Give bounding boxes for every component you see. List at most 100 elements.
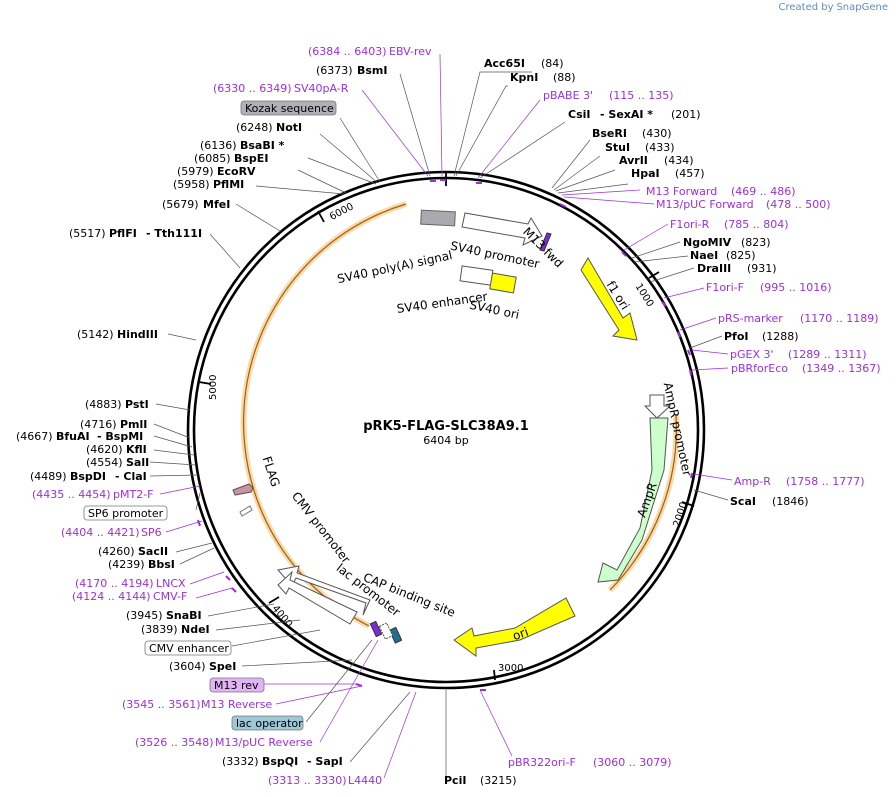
pos-kpni: (88) — [553, 71, 576, 84]
m13-rev-label: M13 rev — [214, 679, 259, 692]
primer-sp6[interactable]: SP6 — [141, 526, 162, 539]
site-naei[interactable]: NaeI — [690, 249, 718, 262]
site-scai[interactable]: ScaI — [730, 495, 756, 508]
m13-fwd-primer[interactable] — [539, 232, 552, 252]
primer-f1ori-r[interactable]: F1ori-R — [670, 218, 710, 231]
pos-sv40pa-r: (6330 .. 6349) — [213, 82, 292, 95]
cap-binding-site[interactable] — [388, 626, 403, 644]
site-pcii[interactable]: PciI — [444, 774, 466, 787]
pos-csii: (201) — [671, 108, 701, 121]
primer-pgex3[interactable]: pGEX 3' — [730, 348, 774, 361]
tick-4000: 4000 — [269, 603, 294, 630]
m13-rev-box[interactable] — [209, 677, 265, 693]
primer-pbabe3[interactable]: pBABE 3' — [543, 89, 593, 102]
site-noti[interactable]: NotI — [276, 121, 302, 134]
primer-m13puc-forward[interactable]: M13/pUC Forward — [656, 198, 754, 211]
sv40-ori-box[interactable] — [489, 272, 517, 294]
site-pflmi[interactable]: PflMI — [213, 178, 244, 191]
sp6-promoter-box[interactable] — [83, 505, 168, 521]
site-pfoi[interactable]: PfoI — [724, 330, 749, 343]
site-bspei[interactable]: BspEI — [234, 152, 268, 165]
primer-m13-reverse[interactable]: M13 Reverse — [201, 698, 272, 711]
site-tth111i[interactable]: - Tth111I — [146, 227, 202, 240]
primer-f1ori-f[interactable]: F1ori-F — [706, 281, 744, 294]
primer-m13puc-reverse[interactable]: M13/pUC Reverse — [215, 736, 313, 749]
plasmid-name: pRK5-FLAG-SLC38A9.1 — [363, 419, 529, 434]
site-bsmi[interactable]: BsmI — [357, 64, 388, 77]
primer-pmt2-f[interactable]: pMT2-F — [113, 488, 154, 501]
cmv-promoter-arrow[interactable] — [277, 570, 358, 625]
primer-pbrforeco[interactable]: pBRforEco — [731, 362, 788, 375]
site-hpai[interactable]: HpaI — [631, 167, 660, 180]
ori-label: ori — [511, 625, 530, 643]
site-csii[interactable]: CsiI — [568, 108, 590, 121]
site-ecorv[interactable]: EcoRV — [217, 165, 256, 178]
sv40-promoter-arrow[interactable] — [461, 212, 543, 246]
pos-hindiii: (5142) — [77, 328, 114, 341]
cmv-enhancer-box[interactable] — [144, 640, 232, 656]
site-sexai[interactable]: - SexAI * — [600, 108, 653, 121]
pos-naei: (825) — [726, 249, 756, 262]
primer-cmv-f[interactable]: CMV-F — [153, 590, 187, 603]
site-pflfi[interactable]: PflFI — [109, 227, 137, 240]
site-sapi[interactable]: - SapI — [307, 755, 343, 768]
site-kpni[interactable]: KpnI — [510, 71, 538, 84]
primer-amp-r[interactable]: Amp-R — [734, 475, 771, 488]
site-hindiii[interactable]: HindIII — [117, 328, 158, 341]
site-bspmi[interactable]: - BspMI — [97, 430, 143, 443]
primer-prs-marker[interactable]: pRS-marker — [718, 312, 783, 325]
site-bbsi[interactable]: BbsI — [148, 558, 175, 571]
pos-snabi: (3945) — [126, 609, 163, 622]
site-bfuai[interactable]: BfuAI — [56, 430, 90, 443]
lac-operator-mark[interactable] — [378, 622, 394, 640]
pos-bspei: (6085) — [194, 152, 231, 165]
kozak-sequence-box[interactable] — [420, 209, 456, 227]
ampr-label: AmpR — [634, 481, 659, 519]
ampr-promoter-arrow[interactable] — [643, 394, 672, 419]
primer-sv40pa-r[interactable]: SV40pA-R — [294, 82, 349, 95]
sp6-mark[interactable] — [239, 505, 253, 517]
site-bspdi[interactable]: BspDI — [70, 470, 106, 483]
site-clai[interactable]: - ClaI — [115, 470, 147, 483]
sv40-enhancer-box[interactable] — [459, 265, 494, 286]
site-bseri[interactable]: BseRI — [592, 127, 627, 140]
pos-bseri: (430) — [642, 127, 672, 140]
primer-lncx[interactable]: LNCX — [156, 577, 186, 590]
primer-m13-forward[interactable]: M13 Forward — [646, 185, 717, 198]
site-bspqi[interactable]: BspQI — [262, 755, 298, 768]
site-kfli[interactable]: KflI — [126, 443, 147, 456]
lac-operator-box[interactable] — [231, 715, 304, 731]
site-spei[interactable]: SpeI — [209, 660, 236, 673]
site-avrii[interactable]: AvrII — [619, 154, 648, 167]
m13-rev-mark[interactable] — [369, 620, 383, 638]
primer-l4440[interactable]: L4440 — [348, 774, 382, 787]
pos-sali: (4554) — [86, 456, 123, 469]
site-psti[interactable]: PstI — [125, 398, 149, 411]
primer-pbr322ori-f[interactable]: pBR322ori-F — [508, 756, 576, 769]
ampr-arrow[interactable] — [597, 417, 669, 583]
site-sacii[interactable]: SacII — [138, 545, 168, 558]
site-stui[interactable]: StuI — [605, 141, 630, 154]
site-mfei[interactable]: MfeI — [203, 198, 230, 211]
site-draiii[interactable]: DraIII — [697, 262, 731, 275]
flag-box[interactable] — [232, 483, 254, 496]
site-snabi[interactable]: SnaBI — [166, 609, 202, 622]
pos-cmv-f: (4124 .. 4144) — [72, 590, 151, 603]
site-pmli[interactable]: PmlI — [120, 418, 147, 431]
sp6-promoter-label: SP6 promoter — [88, 507, 164, 520]
lac-promoter-arrow[interactable] — [277, 565, 371, 616]
pos-bfuai: (4667) — [16, 430, 53, 443]
cmv-promoter-label: CMV promoter — [289, 489, 353, 566]
f1-ori-arrow[interactable] — [580, 257, 638, 341]
site-ndei[interactable]: NdeI — [181, 623, 210, 636]
pos-pcii: (3215) — [480, 774, 517, 787]
site-acc65i[interactable]: Acc65I — [484, 57, 525, 70]
pos-m13puc-forward: (478 .. 500) — [766, 198, 831, 211]
site-ngomiv[interactable]: NgoMIV — [683, 236, 732, 249]
ori-arrow[interactable] — [453, 597, 576, 657]
site-sali[interactable]: SalI — [126, 456, 149, 469]
site-bsabi[interactable]: BsaBI * — [240, 139, 285, 152]
plasmid-size: 6404 bp — [423, 434, 468, 447]
primer-ebv-rev[interactable]: EBV-rev — [389, 45, 432, 58]
kozak-label-box[interactable] — [240, 100, 337, 116]
